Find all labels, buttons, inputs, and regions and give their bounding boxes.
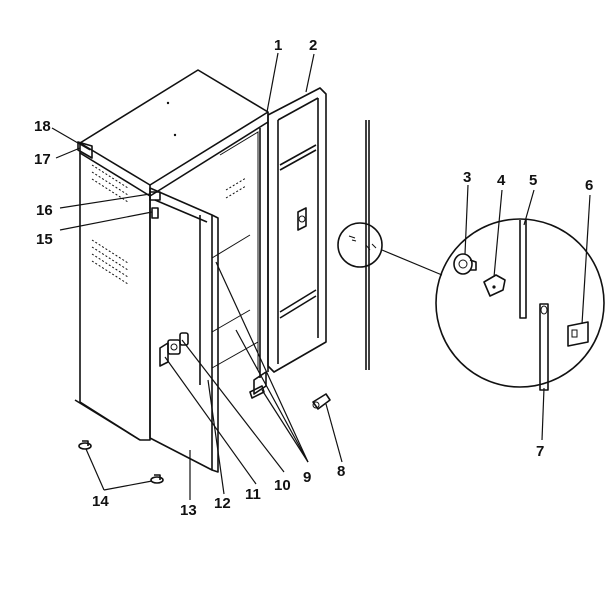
callout-12: 12 <box>214 495 231 512</box>
detail-circle-large <box>435 218 605 391</box>
latch-rod-upper <box>519 220 527 319</box>
callout-13: 13 <box>180 502 197 519</box>
detail-circle-small <box>337 222 443 276</box>
callout-5: 5 <box>529 172 537 189</box>
lock-cylinder <box>453 253 477 275</box>
callout-16: 16 <box>36 202 53 219</box>
callout-2: 2 <box>309 37 317 54</box>
callout-7: 7 <box>536 443 544 460</box>
callout-6: 6 <box>585 177 593 194</box>
callout-14: 14 <box>92 493 109 510</box>
leveling-foot-left <box>78 440 92 450</box>
screw-8 <box>312 393 331 410</box>
leveling-foot-right <box>150 474 164 484</box>
callout-15: 15 <box>36 231 53 248</box>
cabinet-door <box>149 187 219 473</box>
vent-pattern-lower <box>91 239 129 285</box>
vent-pattern-upper <box>91 164 129 203</box>
callout-18: 18 <box>34 118 51 135</box>
callout-4: 4 <box>497 172 506 189</box>
cabinet-body <box>74 69 269 441</box>
leader-lines <box>51 52 591 500</box>
back-frame <box>267 87 327 373</box>
callout-11: 11 <box>245 486 261 503</box>
callout-17: 17 <box>34 151 51 168</box>
callout-10: 10 <box>274 477 291 494</box>
callout-9: 9 <box>303 469 311 486</box>
callout-1: 1 <box>274 37 282 54</box>
hinge-pin <box>249 385 265 399</box>
callout-8: 8 <box>337 463 345 480</box>
rod-bracket <box>567 321 589 347</box>
callout-3: 3 <box>463 169 471 186</box>
latch-rod-lower <box>539 303 549 391</box>
callout-labels: 1 2 3 4 5 6 7 8 9 10 11 12 13 14 15 16 1… <box>34 37 593 519</box>
